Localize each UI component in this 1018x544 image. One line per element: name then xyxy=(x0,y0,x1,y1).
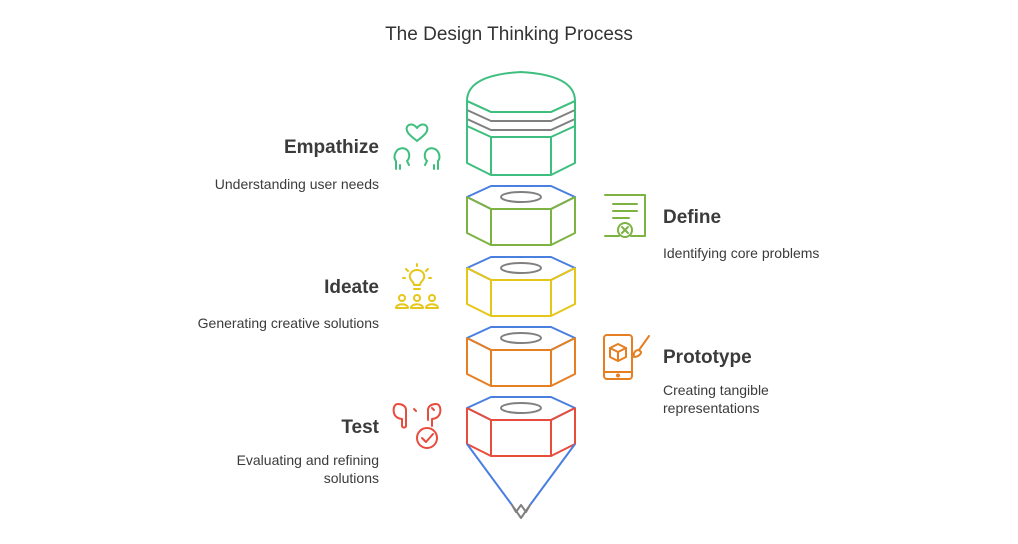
stage-title-ideate: Ideate xyxy=(324,277,379,298)
earbuds-check-icon xyxy=(392,403,442,449)
segment-empathize xyxy=(466,71,576,176)
eraser-band xyxy=(466,118,576,131)
segment-hole xyxy=(500,191,542,203)
segment-test xyxy=(466,396,576,457)
stage-desc-prototype: Creating tangible representations xyxy=(663,382,769,416)
eraser-band xyxy=(466,125,576,138)
segment-ideate xyxy=(466,256,576,317)
document-icon xyxy=(604,194,646,238)
stage-title-define: Define xyxy=(663,207,722,228)
segment-define xyxy=(466,185,576,246)
stage-title-prototype: Prototype xyxy=(663,347,752,368)
eraser-band xyxy=(466,109,576,122)
phone-brush-icon xyxy=(603,334,650,380)
stage-desc-ideate: Generating creative solutions xyxy=(197,315,379,331)
stage-desc-empathize: Understanding user needs xyxy=(214,176,379,192)
segment-hole xyxy=(500,402,542,414)
segment-prototype xyxy=(466,326,576,387)
empathy-icon xyxy=(393,123,441,170)
stage-title-empathize: Empathize xyxy=(283,137,379,158)
stage-title-test: Test xyxy=(341,417,379,438)
diagram-title: The Design Thinking Process xyxy=(385,24,633,45)
stage-desc-test: Evaluating and refining solutions xyxy=(236,452,379,486)
lightbulb-team-icon xyxy=(395,263,439,309)
segment-hole xyxy=(500,262,542,274)
stage-desc-define: Identifying core problems xyxy=(663,245,820,261)
segment-hole xyxy=(500,332,542,344)
pencil-tip xyxy=(466,443,576,519)
eraser-dome xyxy=(466,71,576,113)
